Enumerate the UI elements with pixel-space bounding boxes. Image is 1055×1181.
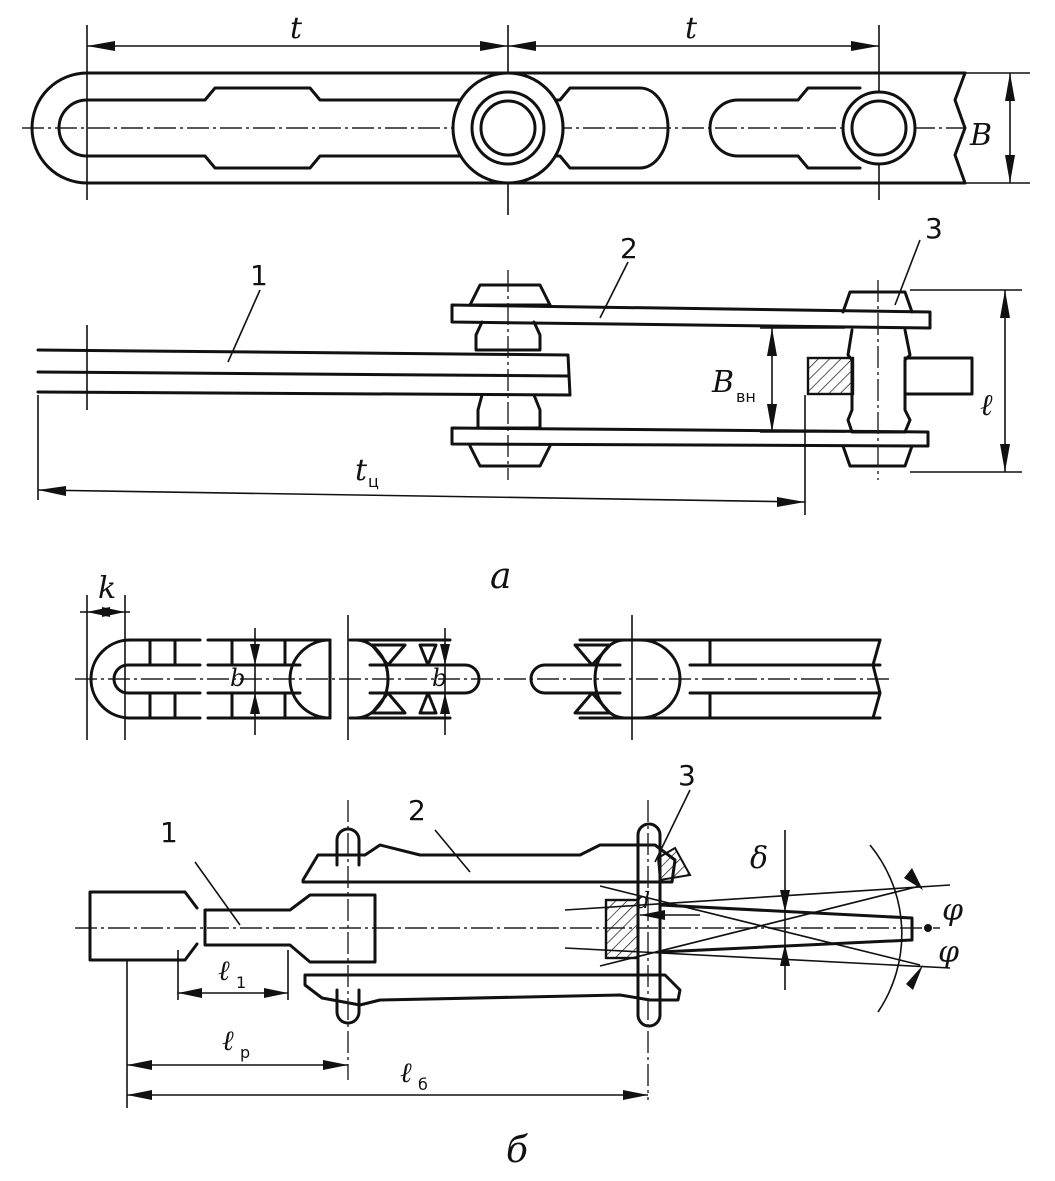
- dim-lb: [127, 1090, 648, 1100]
- pin-boss-left: [451, 71, 565, 185]
- rod-tip: [658, 903, 914, 954]
- dim-inner-width: [760, 327, 845, 433]
- label-t-c: t: [355, 453, 368, 488]
- dim-pitch-t-left: [87, 41, 508, 51]
- fig-a-top-view: t t B: [22, 11, 1030, 215]
- fig-b-top-view: k b b: [75, 571, 890, 740]
- label-delta: δ: [750, 841, 768, 876]
- side-plate-bottom: [450, 426, 930, 448]
- dim-width-b: [965, 72, 1030, 184]
- plate-lower: [303, 973, 682, 1007]
- dim-l1: [177, 950, 289, 1000]
- joint-right: [529, 615, 882, 740]
- label-t-left: t: [290, 11, 303, 46]
- dim-pitch-t-right: [508, 41, 879, 51]
- hatched-section: [806, 356, 855, 396]
- part-1-label-b: 1: [160, 816, 178, 849]
- fig-b-side-view: d δ φ φ ℓ 1 ℓ р: [75, 759, 963, 1108]
- rod-end-block: [88, 890, 199, 962]
- pivot-point: [924, 924, 932, 932]
- dim-delta: [780, 830, 790, 990]
- side-plate-top: [450, 303, 932, 330]
- caption-b: б: [506, 1130, 529, 1171]
- label-t-c-sub: ц: [368, 472, 379, 491]
- part-2-label-b: 2: [408, 794, 426, 827]
- label-t-right: t: [685, 11, 698, 46]
- angle-arc: [869, 844, 903, 1013]
- part-2-label-a: 2: [620, 232, 638, 265]
- label-lb: ℓ: [400, 1056, 412, 1089]
- label-l1: ℓ: [218, 954, 230, 987]
- label-k: k: [98, 571, 116, 606]
- break-line: [953, 71, 967, 185]
- label-b-left: b: [230, 664, 245, 692]
- plate-upper: [301, 843, 677, 884]
- label-lr: ℓ: [222, 1024, 234, 1057]
- link-slot-right: [708, 86, 862, 170]
- outer-link-right: [506, 71, 967, 185]
- dim-length-l: [910, 289, 1022, 473]
- leader-part-2a: [599, 261, 629, 319]
- joint-left: [288, 615, 481, 740]
- leader-part-1a: [227, 289, 261, 363]
- rod-end-right: [903, 356, 974, 396]
- chain-u-end: [89, 638, 202, 720]
- break-line-b: [871, 638, 882, 720]
- part-1-label-a: 1: [250, 259, 268, 292]
- rod-body: [203, 893, 377, 964]
- label-b-right: b: [432, 664, 447, 692]
- label-b-vn: B: [711, 365, 734, 400]
- pin-boss-right: [841, 90, 917, 166]
- label-lr-sub: р: [240, 1043, 250, 1062]
- label-l: ℓ: [980, 388, 993, 423]
- label-phi-top: φ: [942, 893, 963, 928]
- pin-left: [335, 800, 361, 1080]
- label-d: d: [636, 889, 650, 914]
- part-3-label-b: 3: [678, 759, 696, 792]
- leader-part-3b: [654, 789, 691, 863]
- pin-right: [636, 800, 662, 1100]
- label-b-vn-sub: вн: [736, 387, 756, 406]
- label-b: B: [969, 118, 992, 153]
- leader-part-3a: [894, 239, 921, 306]
- label-phi-bottom: φ: [938, 935, 959, 970]
- fig-a-side-view: B вн ℓ t ц 1 2 3: [36, 212, 1022, 515]
- dim-lr: [126, 960, 348, 1108]
- part-3-label-a: 3: [925, 212, 943, 245]
- leader-part-1b: [194, 861, 241, 926]
- caption-a: а: [490, 556, 511, 597]
- label-lb-sub: б: [418, 1075, 428, 1094]
- leader-part-2b: [434, 829, 471, 873]
- label-l1-sub: 1: [236, 973, 246, 992]
- dim-chain-pitch: [37, 395, 806, 515]
- hatched-wedge: [656, 846, 692, 882]
- link-slot-middle: [538, 86, 670, 170]
- hatched-link-section: [604, 898, 640, 960]
